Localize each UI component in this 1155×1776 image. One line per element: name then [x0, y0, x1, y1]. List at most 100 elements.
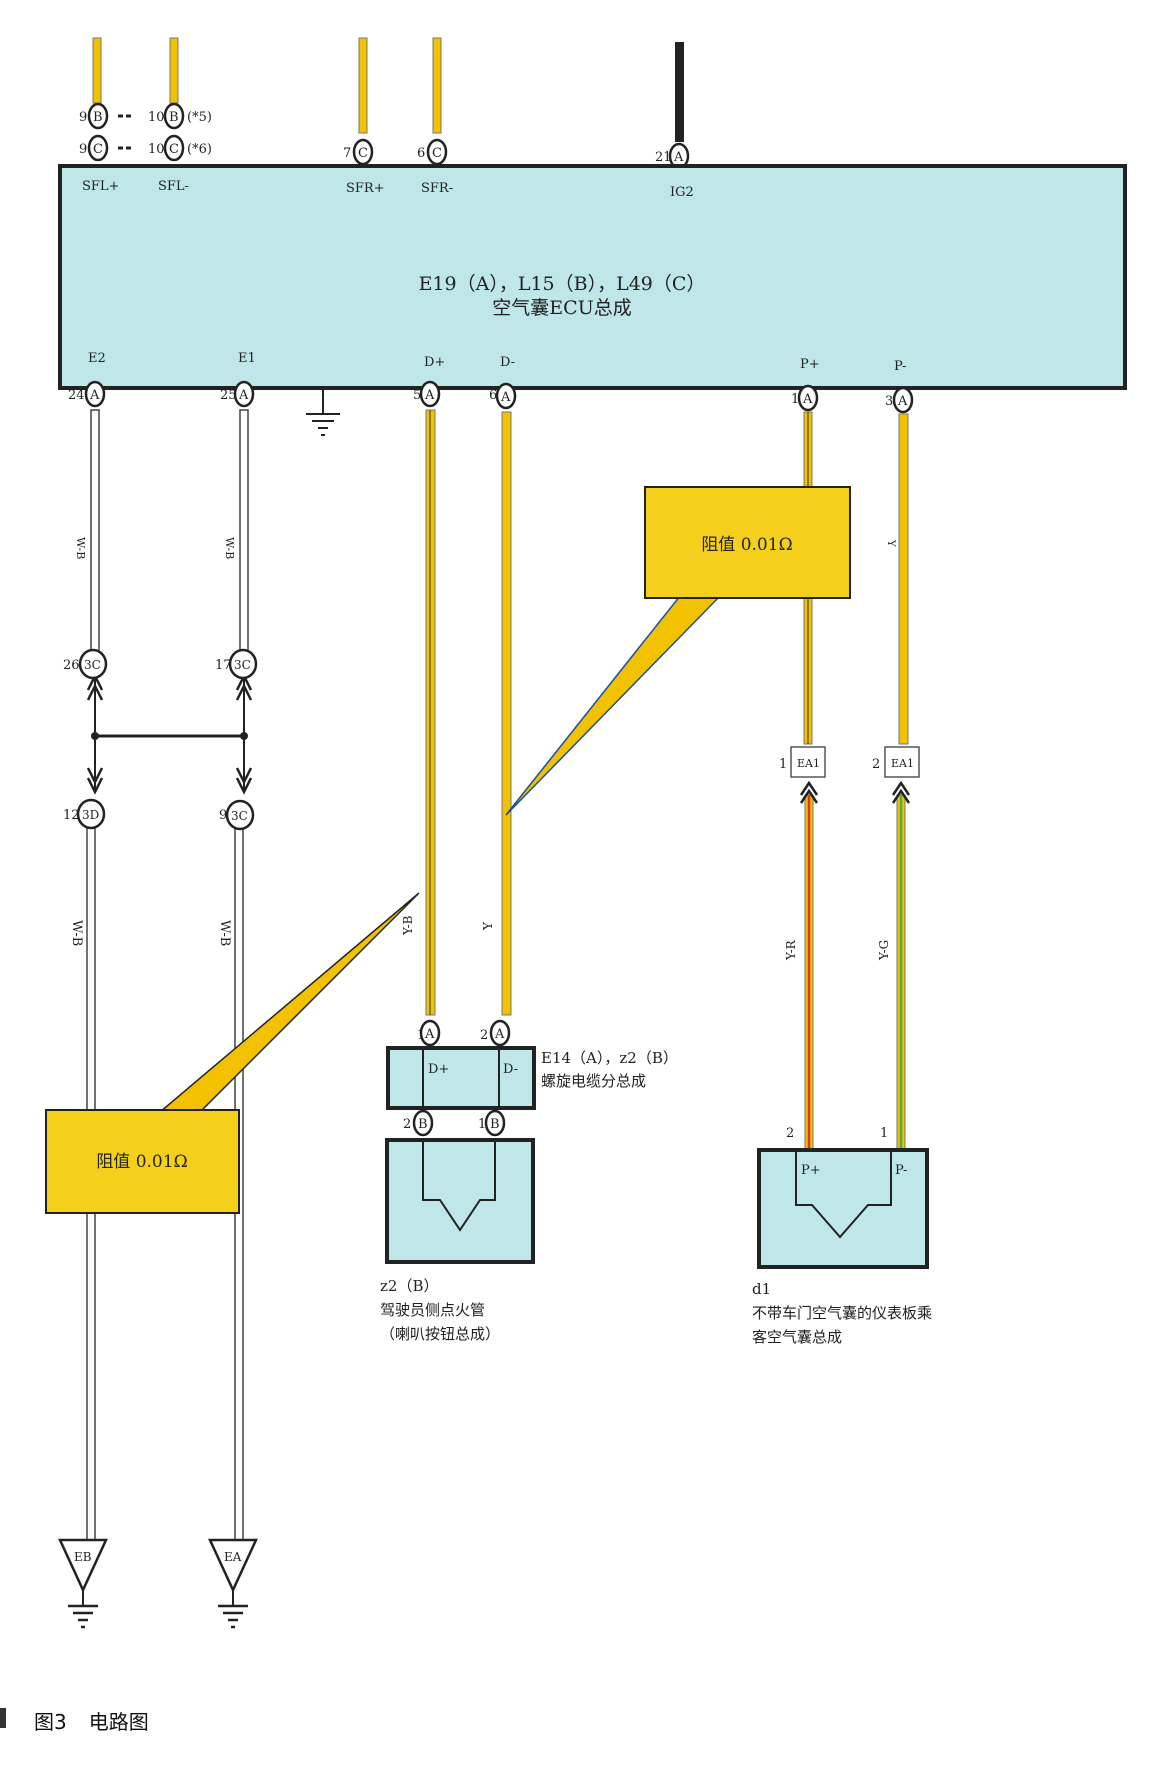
wire-color-label: Y-B — [401, 915, 415, 936]
callout-text: 阻值 0.01Ω — [96, 1152, 187, 1172]
connector-num: 17 — [215, 658, 232, 673]
connector-num: 7 — [343, 146, 351, 161]
connector-label: EA1 — [891, 757, 914, 770]
connector-num: 12 — [63, 808, 80, 823]
connector-letter: 3C — [234, 658, 251, 672]
pin-label: P- — [895, 1163, 907, 1178]
connector-letter: A — [673, 150, 684, 165]
connector-letter: C — [169, 142, 179, 157]
connector-pin — [76, 798, 106, 830]
passenger-airbag-box — [757, 1148, 929, 1269]
connector-num: 9 — [219, 808, 227, 823]
connector-letter: A — [238, 388, 249, 403]
connector-num: 10 — [148, 110, 165, 125]
wire-color-label: W-B — [217, 920, 232, 946]
component-subtitle: 客空气囊总成 — [752, 1328, 842, 1346]
top-connectors: 9 B 10 B (*5) 9 C 10 C (*6) 7 C 6 C 21 A — [79, 102, 690, 170]
ground-triangle-icon — [208, 1538, 258, 1593]
connector-letter: 3C — [231, 809, 248, 823]
pin-label: P+ — [800, 357, 820, 372]
component-subtitle: 螺旋电缆分总成 — [541, 1072, 646, 1090]
connector-num: 1 — [880, 1126, 888, 1141]
connector-letter: A — [424, 1027, 435, 1042]
ground-eb: EB — [58, 1538, 108, 1629]
p-minus-wire-upper — [898, 413, 909, 745]
driver-squib-box — [385, 1138, 535, 1264]
inline-connector-left — [790, 746, 826, 778]
connector-pin — [892, 386, 914, 414]
ground-label: EB — [74, 1550, 92, 1564]
wire-color-label: W-B — [69, 920, 84, 946]
connector-letter: A — [424, 388, 435, 403]
pin-label: E1 — [238, 351, 256, 366]
component-title: z2（B） — [380, 1277, 438, 1295]
sfl-minus-wire — [169, 37, 179, 104]
connector-num: 1 — [779, 757, 787, 772]
connector-letter: A — [897, 394, 908, 409]
connector-pin — [87, 134, 109, 162]
connector-num: 1 — [478, 1117, 486, 1132]
connector-num: 2 — [872, 757, 880, 772]
wb-wire-left-upper — [90, 409, 100, 653]
pin-label: P+ — [801, 1163, 821, 1178]
sfr-minus-wire — [432, 37, 442, 134]
ground-ea: EA — [208, 1538, 258, 1629]
ecu-box — [58, 164, 1127, 390]
ground-label: EA — [224, 1550, 242, 1564]
chassis-ground-icon — [306, 390, 340, 436]
component-subtitle: 驾驶员侧点火管 — [380, 1301, 485, 1319]
pin-label: D+ — [428, 1062, 449, 1077]
connector-num: 24 — [68, 388, 85, 403]
figure-title: 电路图 — [88, 1710, 149, 1734]
connector-num: 5 — [413, 388, 421, 403]
connector-letter: A — [494, 1027, 505, 1042]
pin-label: D- — [500, 355, 515, 370]
connector-num: 6 — [489, 388, 497, 403]
pin-label: SFR- — [421, 181, 453, 196]
squib-icon — [422, 1140, 496, 1232]
connector-num: 1 — [791, 392, 799, 407]
component-title: E14（A），z2（B） — [541, 1049, 678, 1067]
connector-letter: A — [89, 388, 100, 403]
ig2-wire — [675, 42, 684, 142]
connector-pin — [419, 1019, 441, 1047]
connector-pin — [412, 1109, 434, 1137]
connector-num: 10 — [148, 142, 165, 157]
connector-pin — [225, 799, 255, 831]
ground-triangle-icon — [58, 1538, 108, 1593]
figure-number: 图3 — [34, 1710, 67, 1734]
spiral-cable-box — [386, 1046, 536, 1110]
callout-text: 阻值 0.01Ω — [701, 535, 792, 555]
connector-letter: B — [169, 110, 179, 125]
connector-num: 9 — [79, 110, 87, 125]
connector-note: (*5) — [187, 110, 212, 125]
connector-pin — [797, 384, 819, 412]
driver-squib: z2（B） 驾驶员侧点火管 （喇叭按钮总成） — [380, 1138, 535, 1343]
connector-num: 2 — [786, 1126, 794, 1141]
callout-box — [45, 1109, 240, 1214]
sfr-plus-wire — [358, 37, 368, 134]
connector-pin — [495, 382, 517, 410]
pin-label: E2 — [88, 351, 106, 366]
connector-letter: A — [802, 392, 813, 407]
connector-num: 26 — [63, 658, 80, 673]
top-wires — [92, 37, 684, 142]
connector-pin — [484, 1109, 506, 1137]
connector-pin — [163, 134, 185, 162]
connector-pin — [419, 380, 441, 408]
connector-num: 25 — [220, 388, 237, 403]
figure-caption: 图3 电路图 — [34, 1706, 171, 1735]
airbag-ecu: SFL+ SFL- SFR+ SFR- IG2 E19（A），L15（B），L4… — [58, 164, 1127, 390]
connector-num: 6 — [417, 146, 425, 161]
component-subtitle: （喇叭按钮总成） — [380, 1325, 500, 1343]
connector-pin — [228, 648, 258, 680]
connector-letter: B — [93, 110, 103, 125]
connector-label: EA1 — [797, 757, 820, 770]
driver-squib-wires: Y-B Y — [401, 409, 512, 1016]
connector-letter: A — [500, 390, 511, 405]
ground-wires: W-B W-B W-B W-B — [69, 409, 253, 1552]
connector-pin — [78, 648, 108, 680]
connector-letter: C — [358, 146, 368, 161]
connector-num: 2 — [403, 1117, 411, 1132]
